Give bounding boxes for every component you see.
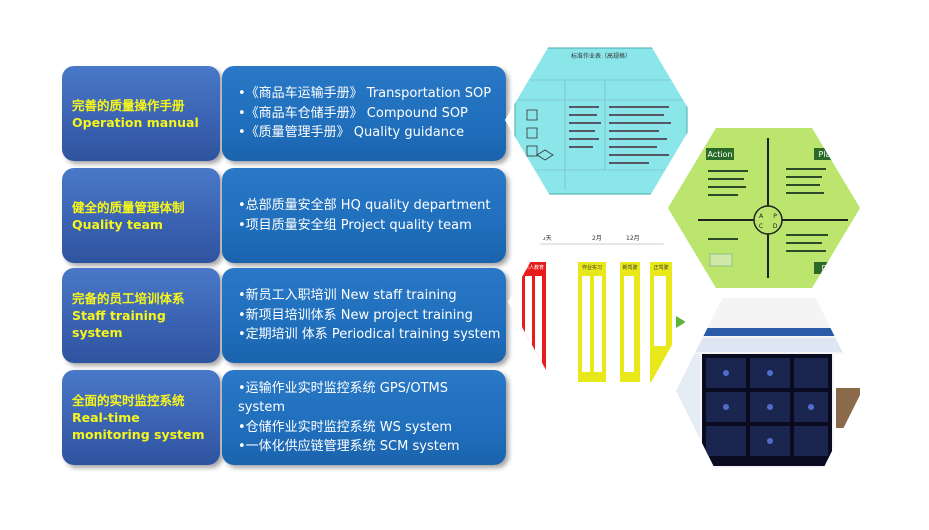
pdca-p: P (773, 213, 777, 220)
content-line: •仓储作业实时监控系统 WS system (238, 419, 453, 435)
month-label: 12月 (626, 235, 640, 242)
content-line: •新员工入职培训 New staff training (238, 288, 457, 304)
label-quality-team: 健全的质量管理体制 Quality team (62, 168, 220, 263)
training-chart-graphic: 15天 2月 12月 新人教育 作业实习 新驾驶 正驾驶 (508, 218, 696, 386)
pdca-image: Action Plan Do A P C D (668, 128, 860, 288)
stage-label: 新驾驶 (622, 264, 637, 271)
month-label: 15天 (538, 235, 552, 242)
content-line: •定期培训 体系 Periodical training system (238, 327, 501, 343)
content-line: •运输作业实时监控系统 GPS/OTMS (238, 380, 448, 396)
label-en: Operation manual (72, 114, 199, 130)
content-line: •《质量管理手册》 Quality guidance (238, 125, 465, 141)
content-quality-team: •总部质量安全部 HQ quality department •项目质量安全组 … (222, 168, 506, 263)
label-cn: 完善的质量操作手册 (72, 97, 185, 113)
stage-label: 新人教育 (524, 264, 544, 271)
pdca-action: Action (707, 150, 732, 159)
label-en: Staff training system (72, 308, 166, 340)
stage-label: 正驾驶 (653, 264, 668, 271)
label-operation-manual: 完善的质量操作手册 Operation manual (62, 66, 220, 161)
content-line: •新项目培训体系 New project training (238, 307, 473, 323)
pdca-a: A (759, 213, 764, 220)
content-line: •项目质量安全组 Project quality team (238, 217, 472, 233)
pdca-d: D (773, 223, 778, 230)
label-en: Real-time (72, 410, 140, 425)
sop-form-graphic: 标准作业表（高规格） (505, 40, 695, 200)
content-staff-training: •新员工入职培训 New staff training •新项目培训体系 New… (222, 268, 506, 363)
pdca-do: Do (821, 264, 832, 273)
content-line: •总部质量安全部 HQ quality department (238, 198, 491, 213)
training-chart-image: 15天 2月 12月 新人教育 作业实习 新驾驶 正驾驶 (508, 218, 696, 386)
content-line: •《商品车仓储手册》 Compound SOP (238, 105, 468, 121)
monitor-graphic (676, 298, 862, 484)
pdca-graphic: Action Plan Do A P C D (668, 128, 860, 288)
monitor-image (676, 298, 862, 484)
label-staff-training: 完备的员工培训体系 Staff training system (62, 268, 220, 363)
content-line: system (238, 400, 285, 415)
month-label: 2月 (592, 235, 602, 242)
pdca-plan: Plan (818, 150, 835, 159)
label-en: Quality team (72, 216, 163, 232)
label-monitoring: 全面的实时监控系统 Real-time monitoring system (62, 370, 220, 465)
content-operation-manual: •《商品车运输手册》 Transportation SOP •《商品车仓储手册》… (222, 66, 506, 161)
sop-form-image: 标准作业表（高规格） (505, 40, 695, 200)
stage-label: 作业实习 (582, 264, 602, 271)
content-line: •《商品车运输手册》 Transportation SOP (238, 86, 492, 102)
label-cn: 完备的员工培训体系 (72, 291, 185, 306)
pdca-c: C (759, 223, 763, 230)
sop-form-title: 标准作业表（高规格） (571, 52, 631, 60)
content-monitoring: •运输作业实时监控系统 GPS/OTMS system •仓储作业实时监控系统 … (222, 370, 506, 465)
label-cn: 全面的实时监控系统 (72, 393, 185, 408)
content-line: •一体化供应链管理系统 SCM system (238, 439, 460, 454)
label-cn: 健全的质量管理体制 (72, 199, 185, 215)
label-en: monitoring system (72, 427, 205, 442)
